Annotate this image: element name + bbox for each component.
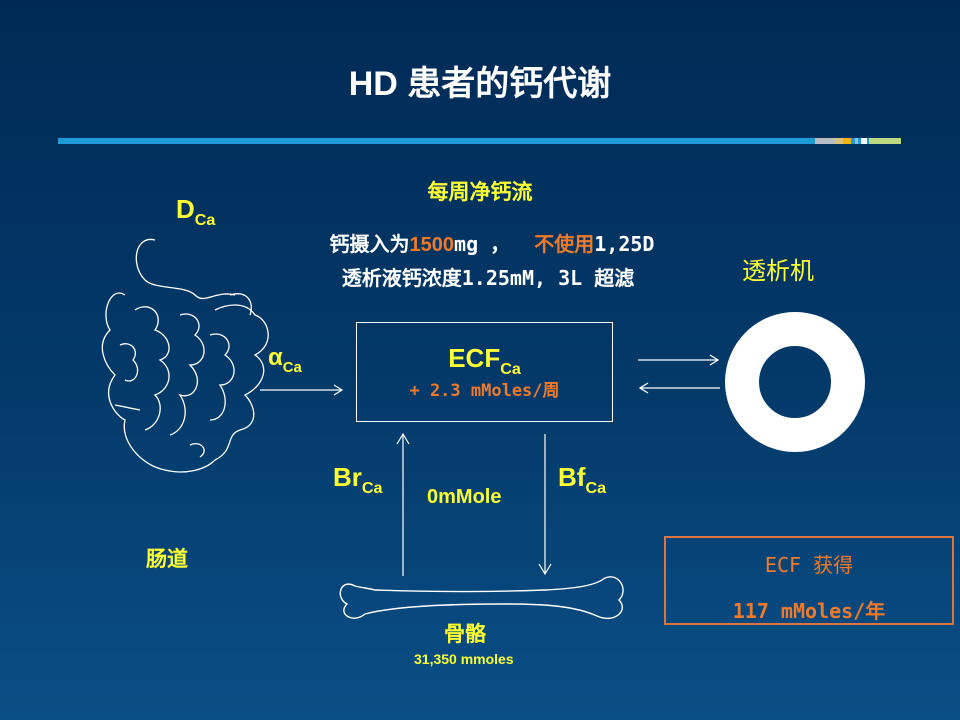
weekly-flux-heading: 每周净钙流 [427, 181, 533, 204]
intake-label: 钙摄入为 [329, 232, 410, 256]
dca-label: DCa [176, 194, 215, 229]
ecf-box: ECFCa + 2.3 mMoles/周 [356, 322, 613, 422]
br-main: Br [333, 462, 362, 492]
ecf-main: ECF [448, 343, 501, 373]
intestine-icon [101, 238, 269, 473]
dialyzer-label: 透析机 [742, 258, 814, 285]
ecf-gain-value: 117 mMoles/年 [732, 599, 886, 623]
intake-amount: 1500 [409, 234, 455, 256]
dca-sub: Ca [194, 211, 216, 230]
bone-exchange-arrows [396, 432, 552, 576]
br-label: BrCa [333, 462, 383, 497]
vitd-label: 1,25D [594, 232, 655, 256]
absorption-arrow [260, 384, 344, 396]
dialysate-line: 透析液钙浓度1.25mM, 3L 超滤 [341, 266, 635, 290]
ecf-gain-label: ECF 获得 [764, 553, 854, 577]
dca-main: D [176, 194, 195, 224]
bone-icon [339, 576, 624, 619]
ecf-gain-box: ECF 获得 117 mMoles/年 [664, 536, 954, 625]
bone-calcium-amount: 31,350 mmoles [414, 651, 514, 667]
slide-title: HD 患者的钙代谢 [348, 65, 612, 103]
br-sub: Ca [361, 479, 383, 498]
title-divider-bar [58, 138, 901, 144]
bone-label: 骨骼 [444, 623, 486, 646]
intake-unit: mg ， [454, 232, 535, 256]
bf-sub: Ca [585, 479, 607, 498]
dialyzer-ring-icon [725, 312, 865, 452]
no-use-label: 不使用 [534, 232, 595, 256]
aca-sub: Ca [282, 359, 302, 376]
ecf-sub: Ca [500, 360, 521, 379]
aca-main: α [268, 344, 283, 371]
net-bone-flux: 0mMole [427, 486, 502, 508]
exchange-arrows [638, 354, 720, 394]
intestine-label: 肠道 [146, 548, 188, 571]
bf-main: Bf [558, 462, 586, 492]
bf-label: BfCa [558, 462, 606, 497]
intake-line: 钙摄入为1500mg ， 不使用1,25D [0, 228, 960, 257]
ecf-label: ECFCa [357, 343, 612, 378]
aca-label: αCa [268, 344, 302, 376]
ecf-weekly-value: + 2.3 mMoles/周 [409, 381, 560, 401]
